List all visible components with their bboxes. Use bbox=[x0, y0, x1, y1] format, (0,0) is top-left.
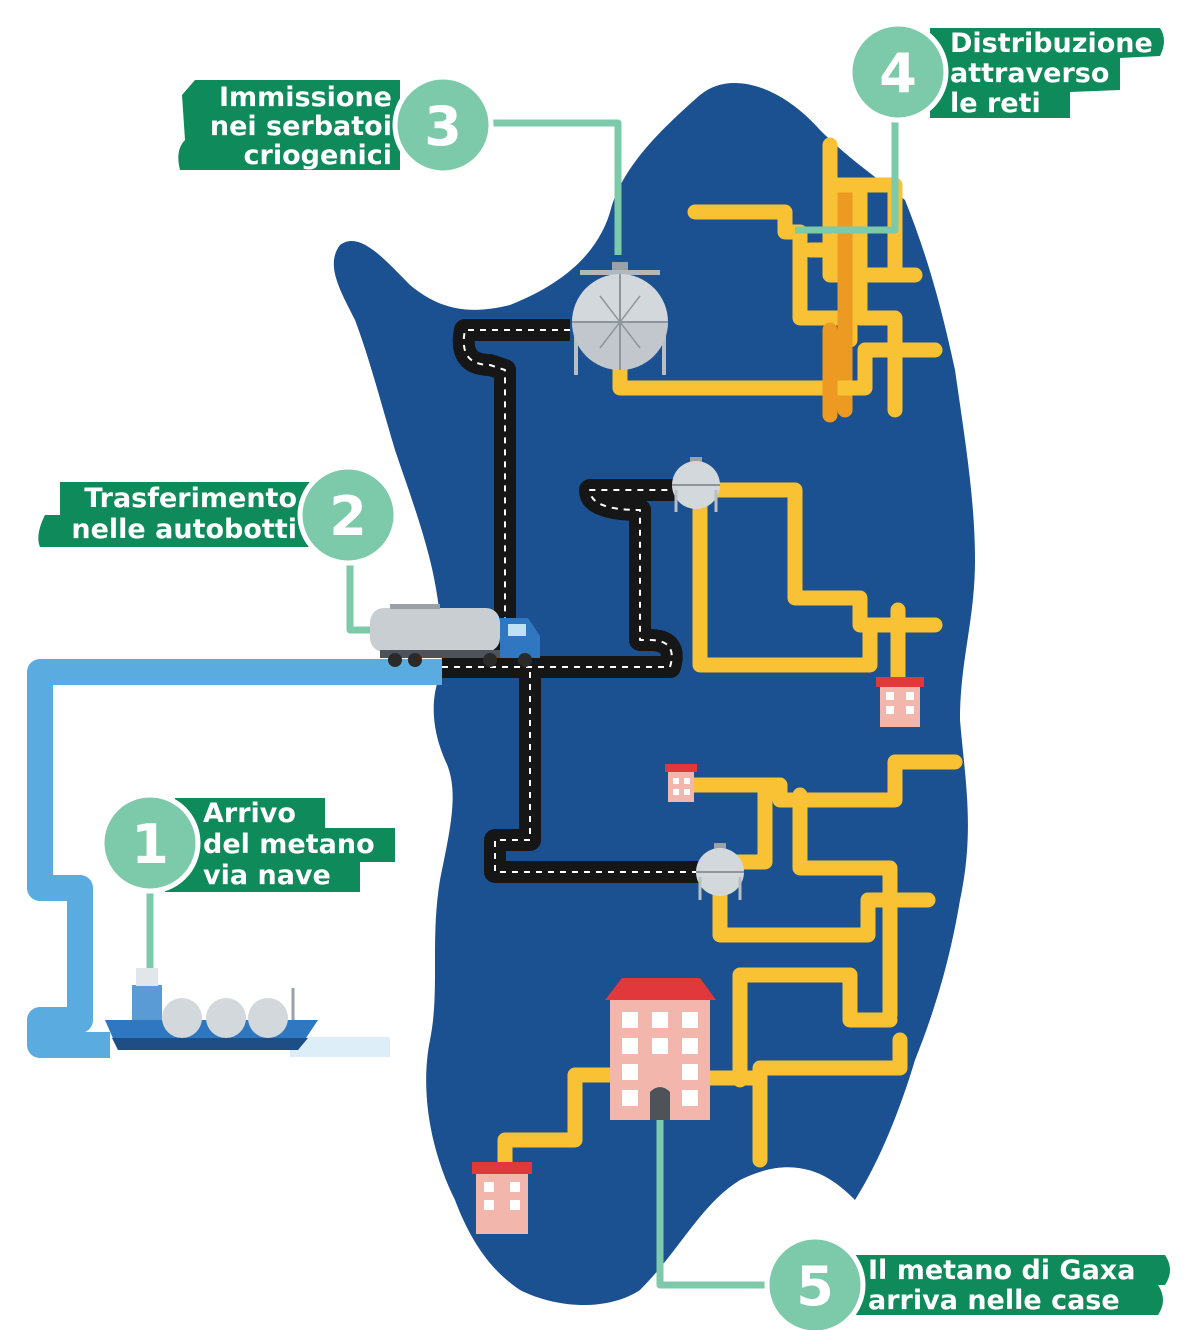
step-1-number: 1 bbox=[131, 813, 169, 876]
step-5-line-1: Il metano di Gaxa bbox=[868, 1255, 1135, 1286]
step-5-label-bg bbox=[840, 1255, 1170, 1315]
step-4-line-3: le reti bbox=[950, 88, 1041, 119]
road-network bbox=[442, 319, 700, 883]
step-3-line-2: nei serbatoi bbox=[210, 111, 392, 142]
ship-icon bbox=[105, 968, 318, 1050]
step-1-line-1: Arrivo bbox=[203, 798, 296, 829]
step-3-label-bg bbox=[178, 80, 400, 170]
gas-network-center bbox=[692, 482, 943, 698]
step-5-number: 5 bbox=[796, 1255, 834, 1318]
tanker-truck-icon bbox=[370, 604, 540, 667]
step-3-line-1: Immissione bbox=[219, 82, 392, 113]
step-1-label-bg bbox=[165, 798, 395, 892]
step-3-line-3: criogenici bbox=[244, 140, 393, 171]
step-2: Trasferimento nelle autobotti 2 bbox=[38, 464, 399, 566]
step-1-line-3: via nave bbox=[203, 860, 331, 891]
step-2-line-1: Trasferimento bbox=[84, 483, 297, 514]
building-icon bbox=[876, 677, 924, 727]
spherical-tank-icon bbox=[572, 262, 668, 375]
building-icon bbox=[472, 1162, 532, 1234]
step-5-line-2: arriva nelle case bbox=[868, 1285, 1120, 1316]
sea-pipeline bbox=[27, 659, 442, 1058]
spherical-tank-icon bbox=[696, 843, 744, 900]
building-icon bbox=[665, 764, 697, 802]
step-2-line-2: nelle autobotti bbox=[71, 514, 297, 545]
step-4: Distribuzione attraverso le reti 4 bbox=[847, 21, 1164, 123]
step-4-line-1: Distribuzione bbox=[950, 28, 1153, 59]
step-1-line-2: del metano bbox=[203, 829, 375, 860]
step-4-number: 4 bbox=[879, 42, 917, 105]
step-1: Arrivo del metano via nave 1 bbox=[99, 792, 395, 894]
step-5: Il metano di Gaxa arriva nelle case 5 bbox=[764, 1234, 1170, 1330]
connector-lines bbox=[146, 105, 899, 1289]
spherical-tank-icon bbox=[672, 457, 720, 512]
building-icon bbox=[605, 978, 716, 1120]
step-2-label-bg bbox=[38, 482, 315, 547]
step-3-number: 3 bbox=[424, 95, 462, 158]
step-4-line-2: attraverso bbox=[950, 58, 1109, 89]
step-2-number: 2 bbox=[329, 485, 367, 548]
step-3: Immissione nei serbatoi criogenici 3 bbox=[178, 74, 494, 176]
gas-network-south bbox=[497, 754, 963, 1173]
step-4-label-bg bbox=[930, 28, 1164, 118]
island-map bbox=[333, 82, 975, 1305]
